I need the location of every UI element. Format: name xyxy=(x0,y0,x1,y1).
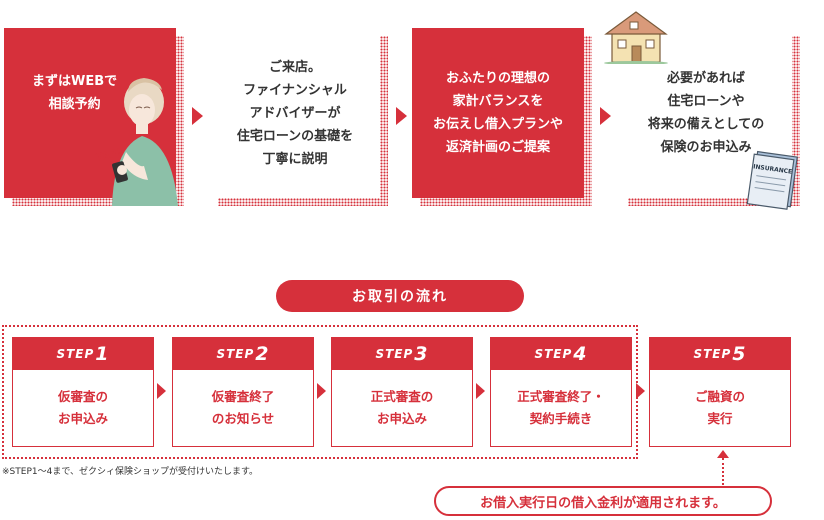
rate-note-pill: お借入実行日の借入金利が適用されます。 xyxy=(434,486,772,516)
flow-card-plan-proposal: おふたりの理想の 家計バランスを お伝えし借入プランや 返済計画のご提案 xyxy=(412,28,584,198)
woman-with-phone-illustration xyxy=(112,78,178,206)
section-title: お取引の流れ xyxy=(352,289,448,305)
flow-arrow-3 xyxy=(600,107,611,125)
step-1-number: 1 xyxy=(95,343,110,365)
step-1-text: 仮審査の お申込み xyxy=(57,389,108,426)
flow-card-visit-explanation: ご来店。 ファイナンシャル アドバイザーが 住宅ローンの基礎を 丁寧に説明 xyxy=(210,28,380,198)
step-arrow-1 xyxy=(157,383,166,399)
step-2-text: 仮審査終了 のお知らせ xyxy=(211,389,275,426)
house-illustration xyxy=(604,11,668,64)
step-3-number: 3 xyxy=(414,343,429,365)
flow-card-4-text: 必要があれば 住宅ローンや 将来の備えとしての 保険のお申込み xyxy=(647,71,765,155)
connector-line xyxy=(722,458,724,485)
flow-arrow-1 xyxy=(192,107,203,125)
steps-note: ※STEP1〜4まで、ゼクシィ保険ショップが受付けいたします。 xyxy=(2,467,259,477)
step-5-text: ご融資の 実行 xyxy=(694,389,745,426)
flow-card-2-text: ご来店。 ファイナンシャル アドバイザーが 住宅ローンの基礎を 丁寧に説明 xyxy=(236,59,354,167)
step-arrow-3 xyxy=(476,383,485,399)
step-4-text: 正式審査終了・ 契約手続き xyxy=(517,389,605,426)
step-4-number: 4 xyxy=(573,343,588,365)
step-1-prefix: STEP xyxy=(56,347,95,361)
section-title-pill: お取引の流れ xyxy=(276,280,524,312)
step-2-prefix: STEP xyxy=(216,347,255,361)
step-4-prefix: STEP xyxy=(534,347,573,361)
step-arrow-4 xyxy=(636,383,645,399)
flow-card-1-text: まずはWEBで 相談予約 xyxy=(32,74,118,112)
step-arrow-2 xyxy=(317,383,326,399)
step-2-number: 2 xyxy=(255,343,270,365)
flow-arrow-2 xyxy=(396,107,407,125)
flow-card-3-text: おふたりの理想の 家計バランスを お伝えし借入プランや 返済計画のご提案 xyxy=(432,71,563,155)
step-5-number: 5 xyxy=(732,343,747,365)
step-5-prefix: STEP xyxy=(693,347,732,361)
connector-arrow-up xyxy=(717,450,729,458)
insurance-document-illustration xyxy=(746,150,798,210)
step-3-text: 正式審査の お申込み xyxy=(370,389,434,426)
step-3-prefix: STEP xyxy=(375,347,414,361)
rate-note: お借入実行日の借入金利が適用されます。 xyxy=(480,495,726,511)
